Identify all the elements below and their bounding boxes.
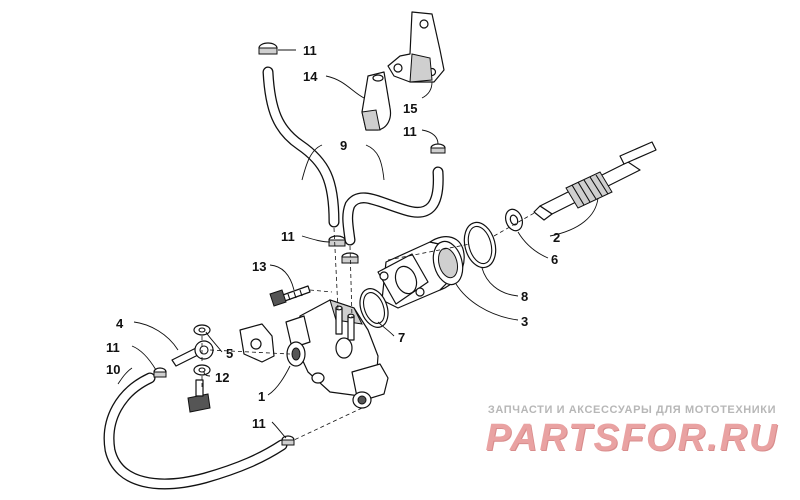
leader-lines (117, 49, 599, 439)
hose-clamp (153, 42, 446, 446)
washer-6 (504, 208, 524, 232)
callout-1: 1 (258, 389, 265, 404)
callout-8: 8 (521, 289, 528, 304)
callout-11: 11 (403, 124, 417, 139)
callout-2: 2 (553, 230, 560, 245)
washer-5 (193, 324, 211, 336)
callout-12: 12 (215, 370, 229, 385)
bolt-13 (269, 285, 311, 307)
watermark: ЗАПЧАСТИ И АКСЕССУАРЫ ДЛЯ МОТОТЕХНИКИ PA… (482, 404, 782, 458)
mount-bracket-15 (387, 11, 445, 83)
watermark-brand: PARTSFOR.RU (485, 417, 779, 459)
banjo-fitting-4 (171, 340, 214, 367)
banjo-bolt-12 (187, 379, 211, 413)
callout-9: 9 (340, 138, 347, 153)
hose-9 (262, 66, 444, 246)
oil-pump-1 (239, 299, 389, 409)
callout-3: 3 (521, 314, 528, 329)
assembly-lines (201, 211, 537, 441)
o-ring-8 (463, 221, 497, 269)
callout-7: 7 (398, 330, 405, 345)
callout-10: 10 (106, 362, 120, 377)
callout-11: 11 (303, 43, 317, 58)
callout-4: 4 (116, 316, 124, 331)
cable-bracket-14 (361, 71, 392, 131)
callout-6: 6 (551, 252, 558, 267)
callout-13: 13 (252, 259, 266, 274)
drive-shaft-2 (533, 141, 657, 221)
callout-labels: 11 14 15 11 9 11 13 4 11 10 5 12 1 11 7 … (106, 43, 560, 431)
pump-housing-3 (377, 236, 465, 309)
callout-11: 11 (106, 340, 120, 355)
hose-10 (103, 372, 288, 490)
callout-15: 15 (403, 101, 417, 116)
callout-14: 14 (303, 69, 318, 84)
watermark-caption: ЗАПЧАСТИ И АКСЕССУАРЫ ДЛЯ МОТОТЕХНИКИ (487, 404, 777, 416)
o-ring-7 (359, 288, 389, 328)
washer-12 (193, 364, 211, 376)
callout-11: 11 (281, 229, 295, 244)
callout-11: 11 (252, 416, 266, 431)
callout-5: 5 (226, 346, 233, 361)
